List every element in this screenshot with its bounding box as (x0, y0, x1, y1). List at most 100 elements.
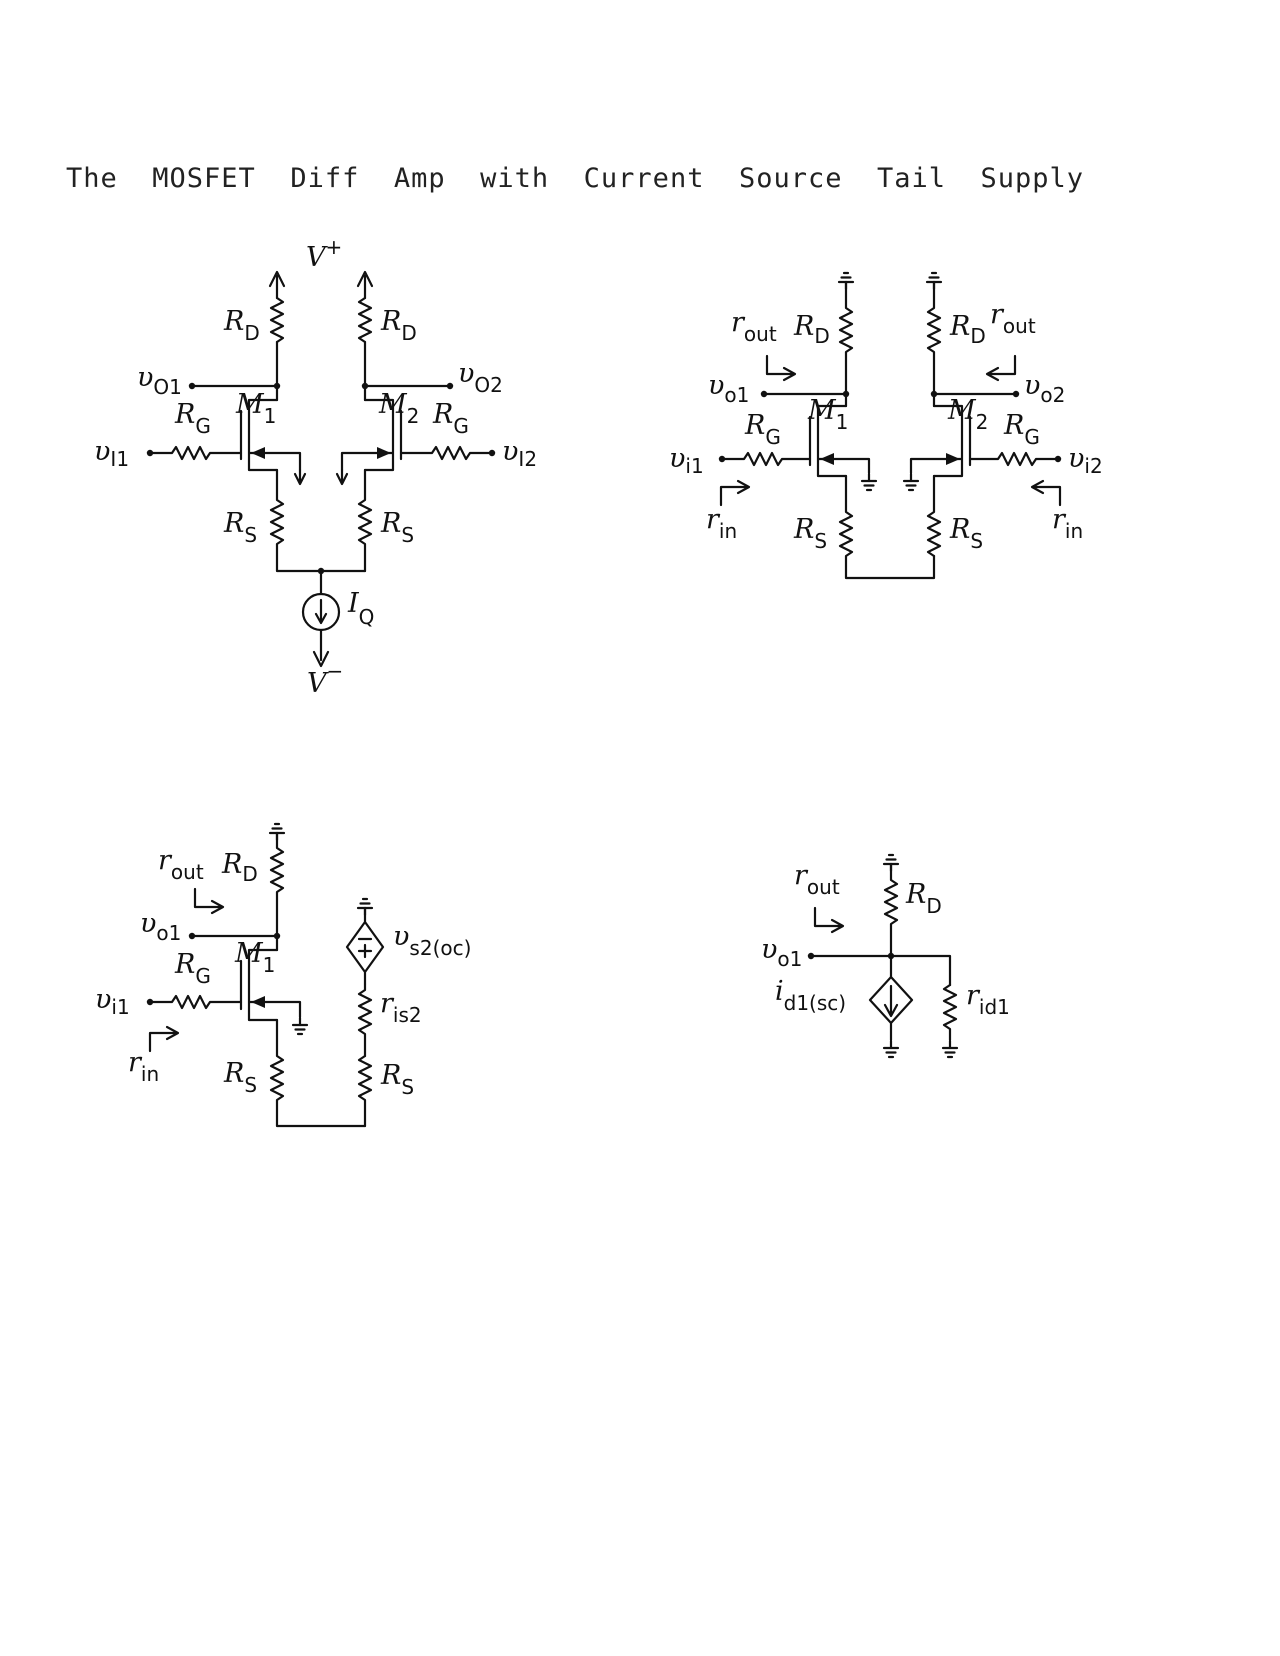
mosfet-m2 (909, 404, 972, 478)
vo1-label: υ (761, 934, 777, 965)
rd-resistor-left (838, 280, 854, 408)
output-node-wire (809, 954, 952, 987)
svg-text:M1: M1 (235, 389, 276, 428)
svg-text:RS: RS (380, 1060, 414, 1099)
full-diff-amp-circuit: V+ V− RD RD υO1 υO2 M1 M2 RG RG υI1 υI2 … (94, 235, 537, 699)
m1-label: M (235, 389, 265, 420)
vo1-label: υ (140, 908, 156, 939)
svg-text:RS: RS (793, 514, 827, 553)
svg-text:RS: RS (223, 508, 257, 547)
rs-resistor-left (269, 468, 367, 573)
rs-label-left: R (223, 508, 244, 539)
rg-label: R (174, 949, 195, 980)
ris2-resistor (357, 982, 373, 1058)
dependent-voltage-source (345, 906, 385, 986)
rg-resistor-right (968, 451, 1060, 467)
drain-wire-left (190, 340, 279, 402)
rs-resistor-right (357, 1054, 373, 1128)
svg-text:M2: M2 (947, 395, 988, 434)
rs-resistor-right (357, 468, 373, 573)
rd-resistor-right (357, 296, 373, 344)
svg-text:rout: rout (794, 860, 840, 899)
rout-arrow-left (765, 354, 797, 382)
rout-arrow-right (985, 354, 1017, 382)
svg-text:M1: M1 (234, 938, 275, 977)
vi2-label: υ (502, 436, 518, 467)
vplus-label: V (306, 242, 328, 273)
svg-text:υo1: υo1 (708, 370, 749, 407)
rout-label: r (794, 860, 809, 891)
rg-label-left: R (174, 399, 195, 430)
svg-text:RD: RD (949, 311, 986, 348)
rg-label-left: R (744, 410, 765, 441)
mosfet-m1 (808, 404, 871, 478)
svg-text:RG: RG (1003, 410, 1040, 449)
small-signal-circuit: rout RD RD rout υo1 υo2 M1 M2 RG RG υi1 … (669, 271, 1103, 580)
page-title: The MOSFET Diff Amp with Current Source … (66, 163, 1085, 194)
rout-arrow (193, 887, 225, 915)
vplus-arrow-left (268, 270, 286, 300)
rg-resistor-right (399, 445, 494, 461)
rin-label: r (128, 1047, 143, 1078)
rd-label: R (905, 879, 926, 910)
rd-label: R (221, 849, 242, 880)
rin-arrow-left (719, 479, 751, 507)
svg-text:RD: RD (380, 306, 417, 345)
current-arrow-m1 (293, 468, 307, 486)
rd-label-left: R (223, 306, 244, 337)
rs-label-left: R (793, 514, 814, 545)
current-source-iq (312, 569, 330, 668)
rout-label: r (158, 845, 173, 876)
svg-text:RD: RD (905, 879, 942, 918)
rs-resistor-left (269, 1018, 367, 1128)
rin-arrow (148, 1025, 180, 1053)
vo2-label: υ (458, 358, 474, 389)
rin-label-left: r (706, 504, 721, 535)
vi1-label: υ (669, 443, 685, 474)
iq-label: I (347, 588, 360, 619)
current-arrow-m2 (335, 468, 349, 486)
svg-text:RG: RG (174, 949, 211, 988)
rg-resistor-left (148, 445, 243, 461)
svg-text:rid1: rid1 (966, 980, 1010, 1019)
svg-text:υI2: υI2 (502, 436, 537, 471)
svg-text:V−: V− (307, 659, 343, 699)
m2-label: M (947, 395, 977, 426)
norton-equivalent-circuit: rout RD υo1 id1(sc) rid1 (761, 853, 1010, 1059)
rs-label-right: R (380, 1060, 401, 1091)
svg-text:υi2: υi2 (1068, 443, 1103, 478)
svg-text:RS: RS (223, 1058, 257, 1097)
vi1-label: υ (95, 984, 111, 1015)
svg-text:υo2: υo2 (1024, 370, 1065, 407)
svg-text:υI1: υI1 (94, 436, 129, 471)
svg-text:υi1: υi1 (95, 984, 130, 1019)
id1-label: i (775, 976, 784, 1007)
svg-text:M1: M1 (807, 395, 848, 434)
rs-resistor-left (838, 474, 936, 580)
vminus-label: V (307, 668, 329, 699)
vplus-arrow-right (356, 270, 374, 300)
m2-label: M (378, 389, 408, 420)
svg-text:RD: RD (223, 306, 260, 345)
drain-wire-right (363, 340, 452, 402)
rin-label-right: r (1052, 504, 1067, 535)
svg-text:ris2: ris2 (380, 988, 422, 1027)
svg-text:rin: rin (128, 1047, 159, 1086)
mosfet-m1 (239, 398, 302, 472)
rout-label-left: r (731, 307, 746, 338)
svg-text:RG: RG (432, 399, 469, 438)
svg-text:υo1: υo1 (140, 908, 181, 945)
rd-label-right: R (380, 306, 401, 337)
vi2-label: υ (1068, 443, 1084, 474)
ris2-label: r (380, 988, 395, 1019)
rg-resistor-left (720, 451, 812, 467)
svg-text:RG: RG (744, 410, 781, 449)
svg-text:id1(sc): id1(sc) (775, 976, 846, 1015)
rs-label-right: R (949, 514, 970, 545)
current-direction-arrow (883, 984, 899, 1018)
rs-label-right: R (380, 508, 401, 539)
svg-text:υs2(oc): υs2(oc) (393, 921, 471, 960)
rd-resistor-left (269, 296, 285, 344)
svg-text:υO1: υO1 (137, 362, 182, 399)
vo2-label: υ (1024, 370, 1040, 401)
